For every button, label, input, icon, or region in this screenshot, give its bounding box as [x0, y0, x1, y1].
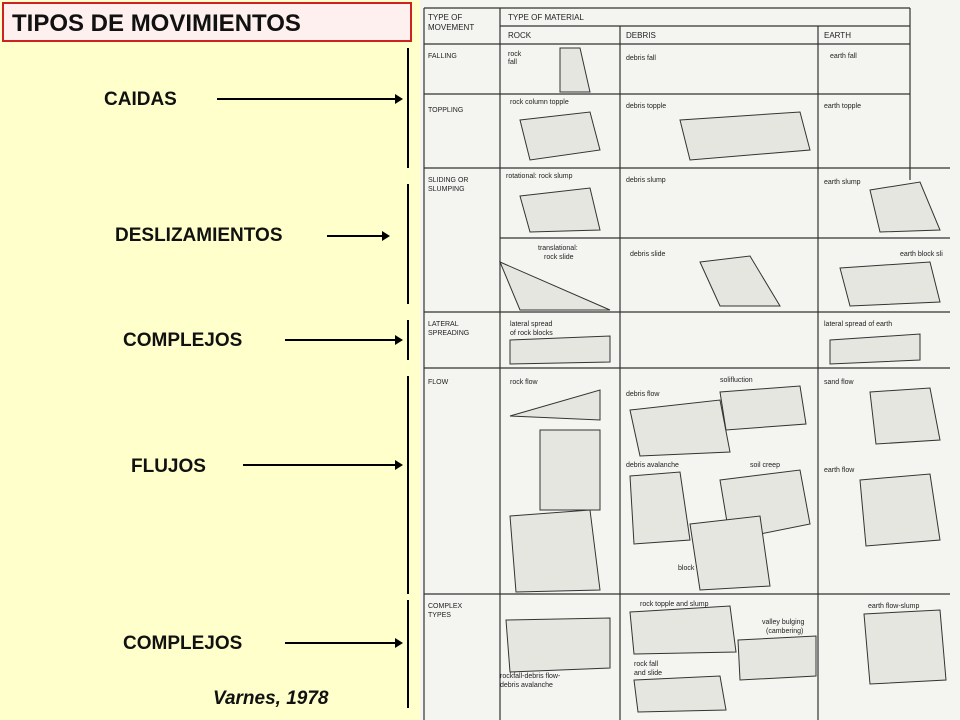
header-rock: ROCK	[508, 31, 532, 40]
cell-debris-flow: debris flow	[626, 391, 660, 398]
header-earth: EARTH	[824, 31, 851, 40]
cell-debris-slide: debris slide	[630, 251, 666, 258]
reference-citation: Varnes, 1978	[213, 688, 329, 709]
cell-lateral-earth: lateral spread of earth	[824, 321, 892, 328]
cell-debris-slump: debris slump	[626, 177, 666, 184]
cell-rock-fall-slide-2: and slide	[634, 670, 662, 677]
arrow-complejos-1	[285, 335, 403, 345]
table-grid	[423, 7, 950, 720]
cell-rock-topple-slump: rock topple and slump	[640, 601, 709, 608]
cell-solifluction: solifluction	[720, 377, 753, 384]
bracket-deslizamientos	[407, 184, 409, 304]
row-lateral-1: LATERAL	[428, 321, 459, 328]
cell-debris-fall: debris fall	[626, 55, 656, 62]
label-complejos-1: COMPLEJOS	[123, 330, 243, 351]
cell-rock-flow: rock flow	[510, 379, 539, 386]
cell-lateral-rock-2: of rock blocks	[510, 330, 553, 337]
cell-translational-2: rock slide	[544, 254, 574, 261]
cell-earth-topple: earth topple	[824, 103, 861, 110]
cell-earth-flow-slump: earth flow-slump	[868, 603, 919, 610]
row-lateral-2: SPREADING	[428, 330, 469, 337]
sketch-rock-slump	[519, 187, 601, 233]
label-caidas: CAIDAS	[104, 89, 177, 110]
sketch-rock-fall-slide	[633, 675, 727, 713]
bracket-complejos-2	[407, 600, 409, 708]
cell-soil-creep: soil creep	[750, 462, 780, 469]
page-title: TIPOS DE MOVIMIENTOS	[12, 10, 301, 37]
sketch-lateral-earth	[829, 333, 921, 365]
bracket-caidas	[407, 48, 409, 168]
sketch-valley-bulging	[737, 635, 817, 681]
sketch-debris-avalanche	[629, 471, 691, 545]
sketch-rock-fall	[559, 47, 591, 93]
header-type-of-movement-1: TYPE OF	[428, 13, 462, 22]
sketch-solifluction	[719, 385, 807, 431]
varnes-classification-table: TYPE OF MOVEMENT TYPE OF MATERIAL ROCK D…	[420, 0, 960, 720]
row-toppling: TOPPLING	[428, 107, 463, 114]
label-deslizamientos: DESLIZAMIENTOS	[115, 225, 283, 246]
cell-sand-flow: sand flow	[824, 379, 855, 386]
arrow-complejos-2	[285, 638, 403, 648]
title-box: TIPOS DE MOVIMIENTOS	[2, 2, 412, 42]
bracket-complejos-1	[407, 320, 409, 360]
arrow-flujos	[243, 460, 403, 470]
sketch-sand-flow	[869, 387, 941, 445]
sketch-rockfall-debris-flow	[505, 617, 611, 673]
row-complex-2: TYPES	[428, 612, 451, 619]
header-debris: DEBRIS	[626, 31, 656, 40]
cell-rockfall-1: rockfall-debris flow-	[500, 673, 561, 680]
label-complejos-2: COMPLEJOS	[123, 633, 243, 654]
cell-rock-fall-1: rock	[508, 51, 522, 58]
cell-valley-bulging-2: (cambering)	[766, 628, 803, 635]
sketch-debris-flow	[629, 399, 731, 457]
cell-debris-avalanche: debris avalanche	[626, 462, 679, 469]
cell-valley-bulging-1: valley bulging	[762, 619, 805, 626]
row-sliding-2: SLUMPING	[428, 186, 465, 193]
cell-earth-flow: earth flow	[824, 467, 855, 474]
sketch-rock-flow	[509, 389, 601, 421]
row-flow: FLOW	[428, 379, 449, 386]
row-complex-1: COMPLEX	[428, 603, 463, 610]
sketch-debris-topple	[679, 111, 811, 161]
sketch-block-flow	[689, 515, 771, 591]
cell-rock-fall-slide-1: rock fall	[634, 661, 659, 668]
sketch-earth-block-slide	[839, 261, 941, 307]
arrow-caidas	[217, 94, 403, 104]
cell-translational-1: translational:	[538, 245, 578, 252]
row-sliding-1: SLIDING OR	[428, 177, 468, 184]
header-type-of-movement-2: MOVEMENT	[428, 23, 474, 32]
sketch-illustrations	[499, 47, 947, 713]
sketch-earth-flow-slump	[863, 609, 947, 685]
sketch-rock-topple-slump	[629, 605, 737, 655]
cell-lateral-rock-1: lateral spread	[510, 321, 553, 328]
sketch-earth-flow	[859, 473, 941, 547]
arrow-deslizamientos	[327, 231, 390, 241]
label-flujos: FLUJOS	[131, 456, 206, 477]
cell-rock-fall-2: fall	[508, 59, 517, 66]
cell-debris-topple: debris topple	[626, 103, 666, 110]
cell-earth-fall: earth fall	[830, 53, 857, 60]
header-type-of-material: TYPE OF MATERIAL	[508, 13, 584, 22]
bracket-flujos	[407, 376, 409, 594]
sketch-rock-topple	[519, 111, 601, 161]
classification-table-svg: TYPE OF MOVEMENT TYPE OF MATERIAL ROCK D…	[423, 7, 950, 720]
sketch-rock-slide	[499, 261, 611, 311]
cell-earth-block-slide: earth block sli	[900, 251, 943, 258]
cell-rock-column-topple: rock column topple	[510, 99, 569, 106]
sketch-rock-flow-profiles	[539, 429, 601, 511]
row-falling: FALLING	[428, 53, 457, 60]
cell-block-flow: block flow	[678, 565, 710, 572]
sketch-debris-slide	[699, 255, 781, 307]
sketch-earth-slump	[869, 181, 941, 233]
cell-earth-slump: earth slump	[824, 179, 861, 186]
sketch-lateral-rock	[509, 335, 611, 365]
cell-rockfall-2: debris avalanche	[500, 682, 553, 689]
cell-rock-slump: rotational: rock slump	[506, 173, 573, 180]
sketch-rock-flow-2	[509, 509, 601, 593]
